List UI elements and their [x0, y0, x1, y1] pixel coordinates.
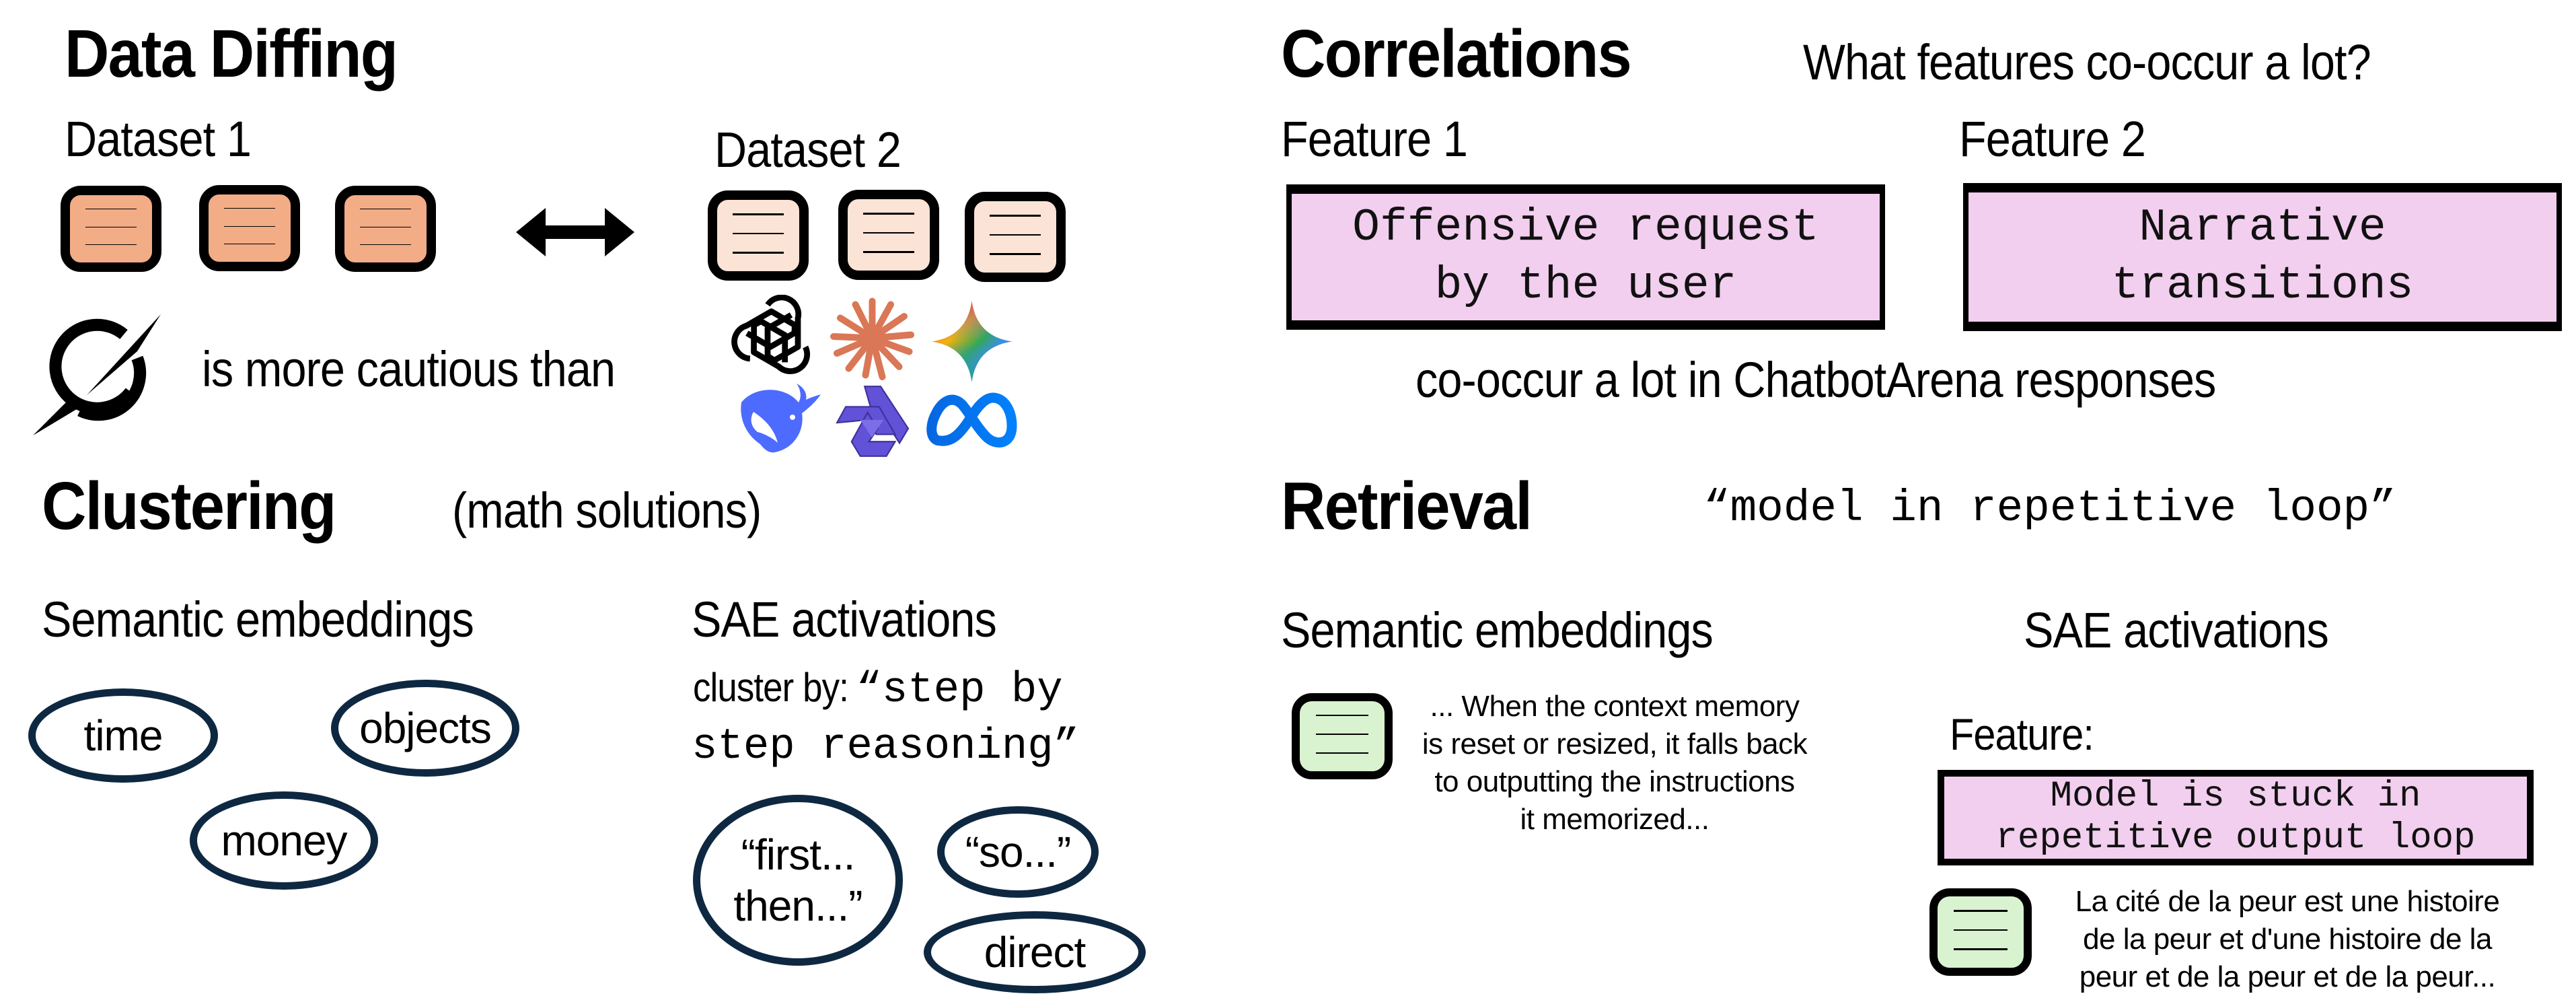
semantic-result-text: ... When the context memory is reset or … [1422, 690, 1808, 836]
feature2-text: Narrative transitions [2111, 202, 2414, 312]
retrieval-sae-label: SAE activations [2024, 602, 2329, 658]
dataset2-document-icon [838, 190, 939, 280]
retrieval-feature-text: Model is stuck in repetitive output loop [1995, 776, 2476, 859]
openai-logo-icon [731, 295, 811, 374]
dataset1-label: Dataset 1 [65, 111, 252, 167]
clustering-subtitle: (math solutions) [452, 483, 762, 538]
cluster-by-query-line1: “step by [856, 666, 1063, 715]
dataset2-label: Dataset 2 [714, 122, 901, 178]
meta-logo-icon [926, 392, 1017, 448]
cluster-ellipse: objects [331, 680, 519, 777]
correlations-conclusion: co-occur a lot in ChatbotArena responses [1415, 352, 2216, 408]
cluster-label: direct [984, 928, 1086, 976]
gemini-logo-icon [931, 301, 1013, 382]
retrieval-semantic-label: Semantic embeddings [1281, 602, 1714, 658]
retrieval-query: “model in repetitive loop” [1703, 483, 2396, 534]
sae-result-text: La cité de la peur est une histoire de l… [2075, 885, 2500, 993]
double-arrow-icon [516, 208, 634, 256]
retrieved-document-icon [1292, 693, 1393, 779]
feature1-text: Offensive request by the user [1352, 202, 1819, 312]
cluster-label: money [221, 816, 347, 865]
dataset1-document-icon [61, 186, 161, 272]
cluster-ellipse: time [28, 688, 218, 783]
cluster-label: “first... then...” [733, 830, 862, 930]
deepseek-logo-icon [741, 384, 821, 453]
cluster-label: objects [359, 704, 492, 752]
retrieval-feature-box: Model is stuck in repetitive output loop [1938, 770, 2534, 865]
cluster-ellipse: “first... then...” [693, 795, 903, 966]
feature1-box: Offensive request by the user [1286, 184, 1885, 330]
feature1-label: Feature 1 [1281, 111, 1468, 167]
cluster-by-line: cluster by: “step by [693, 666, 1063, 715]
dataset1-document-icon [199, 185, 300, 271]
cluster-label: time [83, 711, 163, 760]
correlations-question: What features co-occur a lot? [1803, 34, 2371, 90]
semantic-embeddings-label: Semantic embeddings [42, 592, 474, 647]
sae-activations-label: SAE activations [692, 592, 997, 647]
retrieval-title: Retrieval [1281, 468, 1533, 544]
claude-logo-icon [830, 297, 914, 380]
correlations-title: Correlations [1281, 16, 1632, 92]
dataset1-document-icon [335, 186, 436, 272]
feature2-box: Narrative transitions [1963, 183, 2562, 331]
feature-label: Feature: [1950, 709, 2094, 759]
feature2-label: Feature 2 [1959, 111, 2146, 167]
cluster-by-query-line2: step reasoning” [692, 723, 1080, 771]
qwen-logo-icon [836, 386, 910, 457]
cluster-by-prefix: cluster by: [693, 665, 849, 710]
cluster-ellipse: money [190, 791, 378, 890]
comparison-statement: is more cautious than [202, 341, 616, 397]
dataset2-document-icon [965, 192, 1066, 282]
data-diffing-title: Data Diffing [65, 16, 398, 92]
retrieved-document-icon [1929, 888, 2032, 976]
grok-logo-icon [33, 314, 161, 435]
cluster-label: “so...” [965, 828, 1072, 876]
cluster-ellipse: direct [924, 911, 1146, 993]
cluster-ellipse: “so...” [937, 806, 1099, 898]
clustering-title: Clustering [42, 468, 336, 544]
dataset2-document-icon [708, 190, 809, 281]
